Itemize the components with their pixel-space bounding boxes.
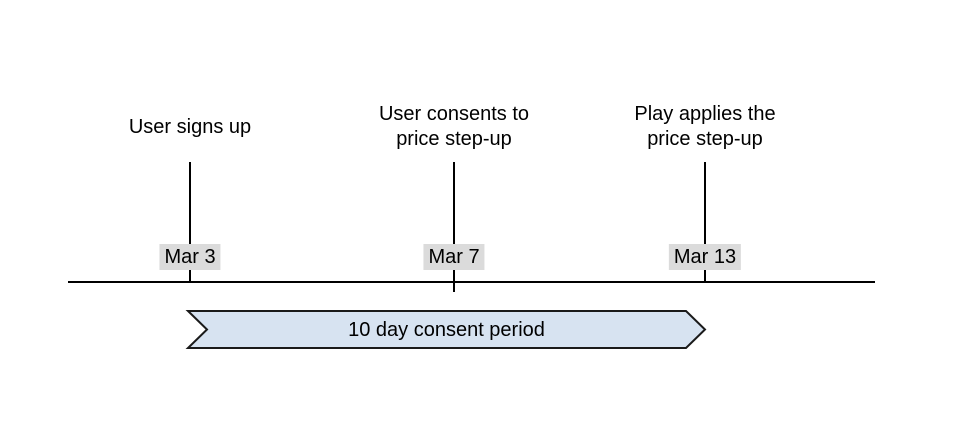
consent-period-label: 10 day consent period <box>348 318 545 341</box>
event-date-chip: Mar 3 <box>159 244 221 270</box>
event-date-chip: Mar 13 <box>668 244 742 270</box>
timeline-axis <box>68 281 875 283</box>
event-label-line: User signs up <box>128 115 252 138</box>
event-tick-line <box>704 162 706 282</box>
event-label: Play applies the price step-up <box>565 96 845 158</box>
event-label-line: price step-up <box>396 128 512 150</box>
event-label: User signs up <box>50 96 330 158</box>
event-label-line: Play applies the <box>634 103 776 125</box>
event-tick-line <box>189 162 191 282</box>
event-label: User consents to price step-up <box>314 96 594 158</box>
event-date-chip: Mar 7 <box>423 244 485 270</box>
event-label-line: User consents to <box>378 103 530 125</box>
event-tick-line <box>453 162 455 292</box>
event-label-line: price step-up <box>647 128 763 150</box>
